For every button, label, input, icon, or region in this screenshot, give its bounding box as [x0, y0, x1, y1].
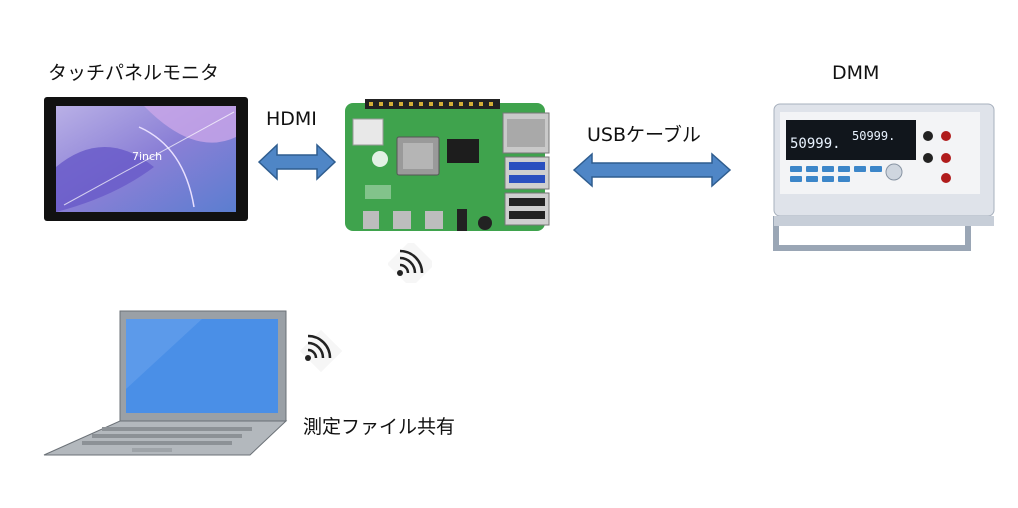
digital-multimeter: 50999. 50999.	[768, 98, 1000, 260]
laptop	[42, 309, 292, 459]
usb-cable-label: USBケーブル	[587, 124, 701, 146]
touch-panel-monitor: 7inch	[44, 97, 248, 221]
file-share-label: 測定ファイル共有	[303, 416, 456, 438]
dmm-label: DMM	[832, 62, 880, 84]
dmm-reading-right: 50999.	[852, 129, 895, 143]
hdmi-double-arrow	[257, 141, 337, 183]
raspberry-pi-board	[345, 99, 555, 235]
hdmi-label: HDMI	[266, 108, 317, 130]
touch-panel-label: タッチパネルモニタ	[48, 62, 220, 84]
laptop-wifi-icon	[298, 330, 342, 372]
monitor-screen-text: 7inch	[132, 150, 162, 163]
dmm-reading-left: 50999.	[790, 136, 841, 152]
usb-double-arrow	[572, 150, 732, 190]
wifi-icon	[388, 243, 432, 283]
